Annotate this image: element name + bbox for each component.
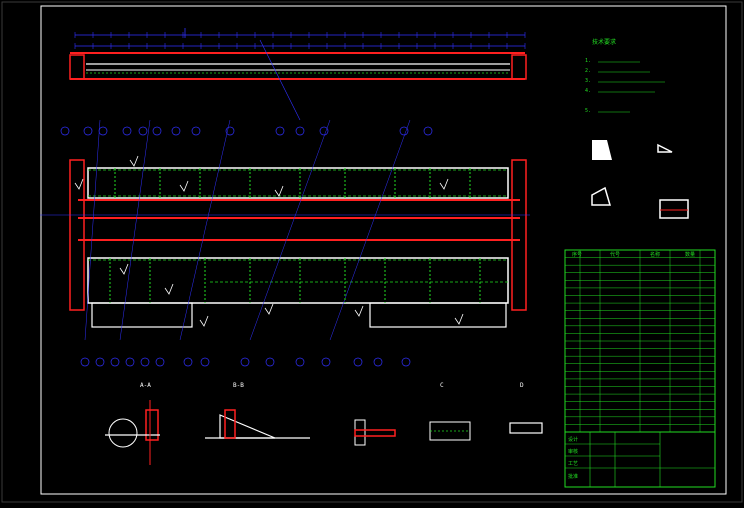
part-balloon (183, 357, 193, 367)
parts-list-table: 序号 代号 名称 数量 (564, 249, 716, 433)
part-balloon (319, 126, 329, 136)
part-balloon (240, 357, 250, 367)
part-balloon (423, 126, 433, 136)
part-balloon (140, 357, 150, 367)
part-balloon (122, 126, 132, 136)
part-balloon (152, 126, 162, 136)
surface-finish-flags (74, 155, 464, 327)
section-label-b: B-B (233, 382, 244, 389)
part-balloon (399, 126, 409, 136)
part-balloon (401, 357, 411, 367)
main-plan-view (40, 119, 530, 341)
finish-symbol (199, 315, 209, 327)
part-balloon (265, 357, 275, 367)
top-elevation-view (69, 28, 527, 121)
note-line-5: 5. (585, 108, 591, 114)
title-label-review: 审核 (568, 448, 578, 455)
finish-symbol (129, 155, 139, 167)
table-header-code: 代号 (610, 251, 620, 258)
part-balloon (60, 126, 70, 136)
note-line-2: 2. (585, 68, 591, 74)
table-header-qty: 数量 (685, 251, 695, 258)
note-line-1: 1. (585, 58, 591, 64)
finish-symbol (119, 263, 129, 275)
title-block: 设计 审核 工艺 批准 (564, 431, 716, 488)
section-details-row (105, 400, 543, 465)
finish-symbol (454, 313, 464, 325)
part-balloon (80, 357, 90, 367)
part-balloon (171, 126, 181, 136)
drawing-frame (40, 5, 727, 495)
section-label-d: D (520, 382, 524, 389)
notes-title: 技术要求 (592, 38, 616, 46)
right-detail-views (591, 140, 689, 219)
part-balloons-top (60, 126, 433, 136)
top-dimension-ticks (74, 32, 526, 49)
part-balloon (138, 126, 148, 136)
part-balloon (295, 357, 305, 367)
title-label-design: 设计 (568, 436, 578, 443)
part-balloon (353, 357, 363, 367)
part-balloons-bottom (80, 357, 411, 367)
finish-symbol (274, 185, 284, 197)
finish-symbol (264, 303, 274, 315)
technical-notes: 技术要求 1. 2. 3. 4. 5. (585, 38, 665, 114)
part-balloon (95, 357, 105, 367)
finish-symbol (164, 283, 174, 295)
part-balloon (275, 126, 285, 136)
part-balloon (191, 126, 201, 136)
part-balloon (125, 357, 135, 367)
finish-symbol (354, 305, 364, 317)
section-label-c: C (440, 382, 444, 389)
finish-symbol (179, 180, 189, 192)
finish-symbol (74, 178, 84, 190)
finish-symbol (439, 178, 449, 190)
part-balloon (321, 357, 331, 367)
part-balloon (225, 126, 235, 136)
part-balloon (98, 126, 108, 136)
part-balloon (295, 126, 305, 136)
section-label-a: A-A (140, 382, 151, 389)
part-balloon (110, 357, 120, 367)
title-label-process: 工艺 (568, 461, 578, 467)
part-balloon (200, 357, 210, 367)
table-header-no: 序号 (572, 251, 582, 258)
part-balloon (155, 357, 165, 367)
note-line-3: 3. (585, 78, 591, 84)
title-label-approve: 批准 (568, 473, 578, 480)
weld-marks (109, 168, 481, 303)
part-balloon (83, 126, 93, 136)
note-line-4: 4. (585, 88, 591, 94)
part-balloon (373, 357, 383, 367)
table-header-name: 名称 (650, 251, 660, 258)
